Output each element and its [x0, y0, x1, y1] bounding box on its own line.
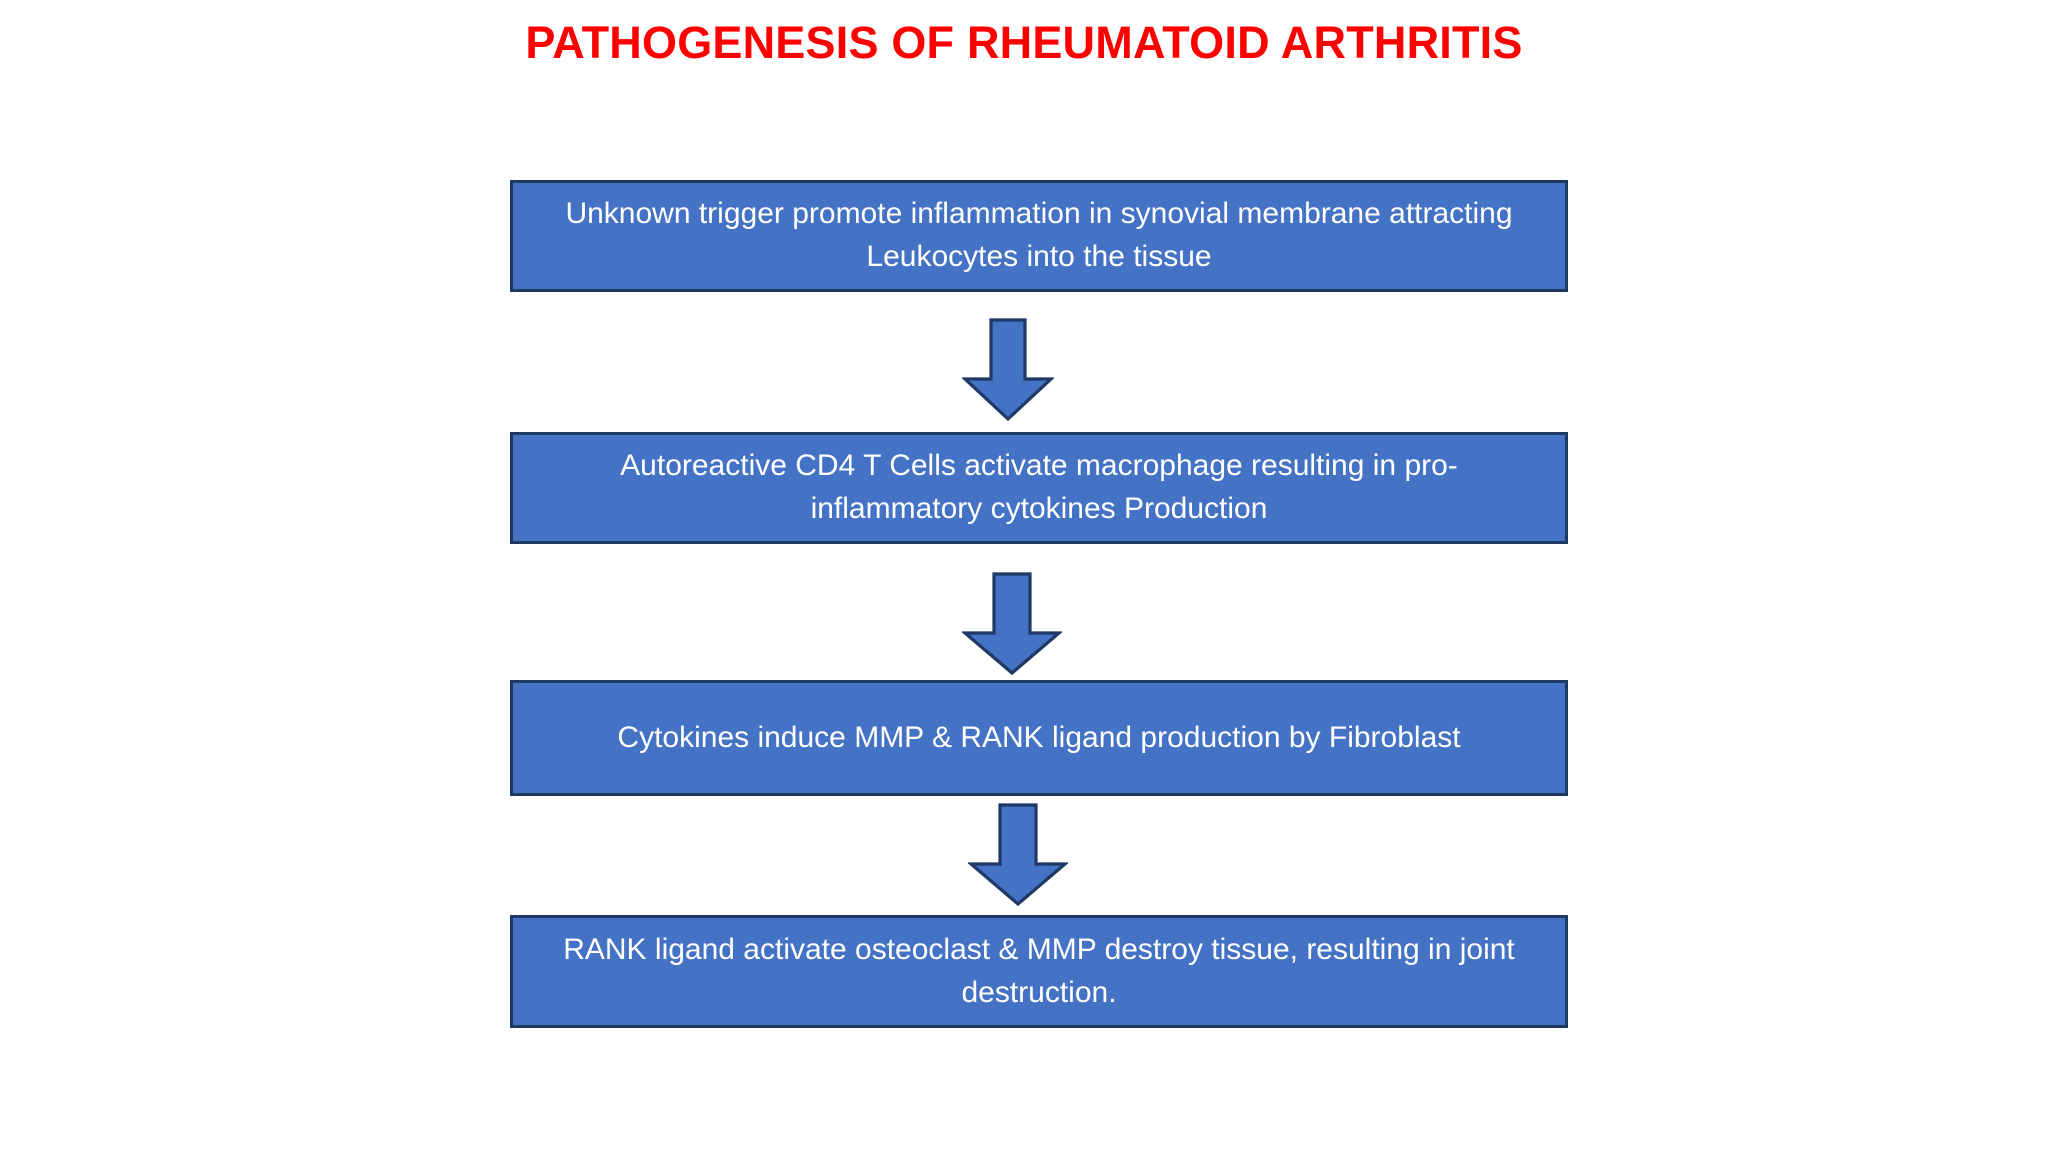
flow-step-text-3: Cytokines induce MMP & RANK ligand produ…	[617, 720, 1461, 754]
flow-step-box-3[interactable]: Cytokines induce MMP & RANK ligand produ…	[510, 680, 1568, 796]
arrow-down-icon	[962, 318, 1054, 422]
flow-step-box-2[interactable]: Autoreactive CD4 T Cells activate macrop…	[510, 432, 1568, 544]
flow-step-text-4: RANK ligand activate osteoclast & MMP de…	[563, 932, 1515, 1009]
flow-step-text-2: Autoreactive CD4 T Cells activate macrop…	[620, 449, 1458, 525]
arrow-down-icon	[968, 803, 1068, 907]
flow-step-text-1: Unknown trigger promote inflammation in …	[565, 197, 1513, 273]
page-title: PATHOGENESIS OF RHEUMATOID ARTHRITIS	[525, 17, 1523, 68]
flow-step-box-1[interactable]: Unknown trigger promote inflammation in …	[510, 180, 1568, 292]
flow-step-box-4[interactable]: RANK ligand activate osteoclast & MMP de…	[510, 915, 1568, 1028]
arrow-down-icon	[962, 572, 1062, 676]
